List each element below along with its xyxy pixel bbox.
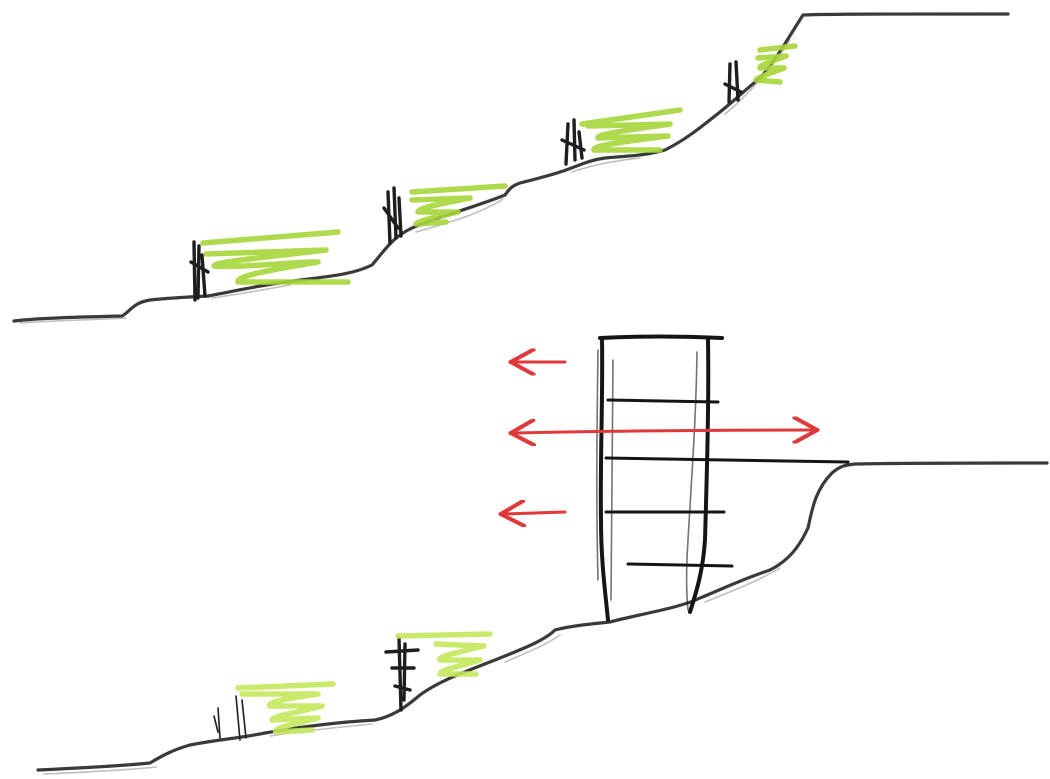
- lower-terrace-1: [214, 684, 333, 740]
- grass-icon: [203, 232, 348, 282]
- wall-rung: [608, 400, 718, 402]
- wall-right-post-texture: [687, 352, 698, 610]
- stake-icon: [191, 242, 208, 300]
- force-arrows: [503, 362, 815, 514]
- retaining-wall: [597, 337, 848, 621]
- upper-ground-texture: [20, 40, 790, 323]
- upper-terrace-1: [191, 232, 348, 300]
- wall-rung: [628, 564, 732, 566]
- wall-right-post: [690, 340, 708, 612]
- grass-icon: [756, 46, 795, 82]
- grass-icon: [582, 110, 680, 150]
- wall-rung: [606, 458, 848, 462]
- arrow-left-icon: [503, 512, 565, 514]
- arrow-double-icon: [513, 430, 815, 433]
- lower-ground-line: [38, 463, 1047, 770]
- lower-ground-texture: [44, 568, 780, 774]
- lower-terrace-2: [386, 634, 490, 710]
- stake-icon: [214, 696, 246, 740]
- stake-icon: [725, 62, 741, 102]
- upper-terrace-2: [384, 186, 505, 243]
- upper-ground-line: [14, 14, 1008, 321]
- lower-terraced-slope: [38, 337, 1047, 775]
- wall-left-post: [601, 338, 608, 620]
- upper-terraced-slope: [14, 14, 1008, 323]
- upper-terrace-4: [725, 46, 795, 102]
- wall-rungs: [606, 400, 848, 566]
- stake-icon: [562, 120, 584, 164]
- wall-top: [600, 337, 722, 339]
